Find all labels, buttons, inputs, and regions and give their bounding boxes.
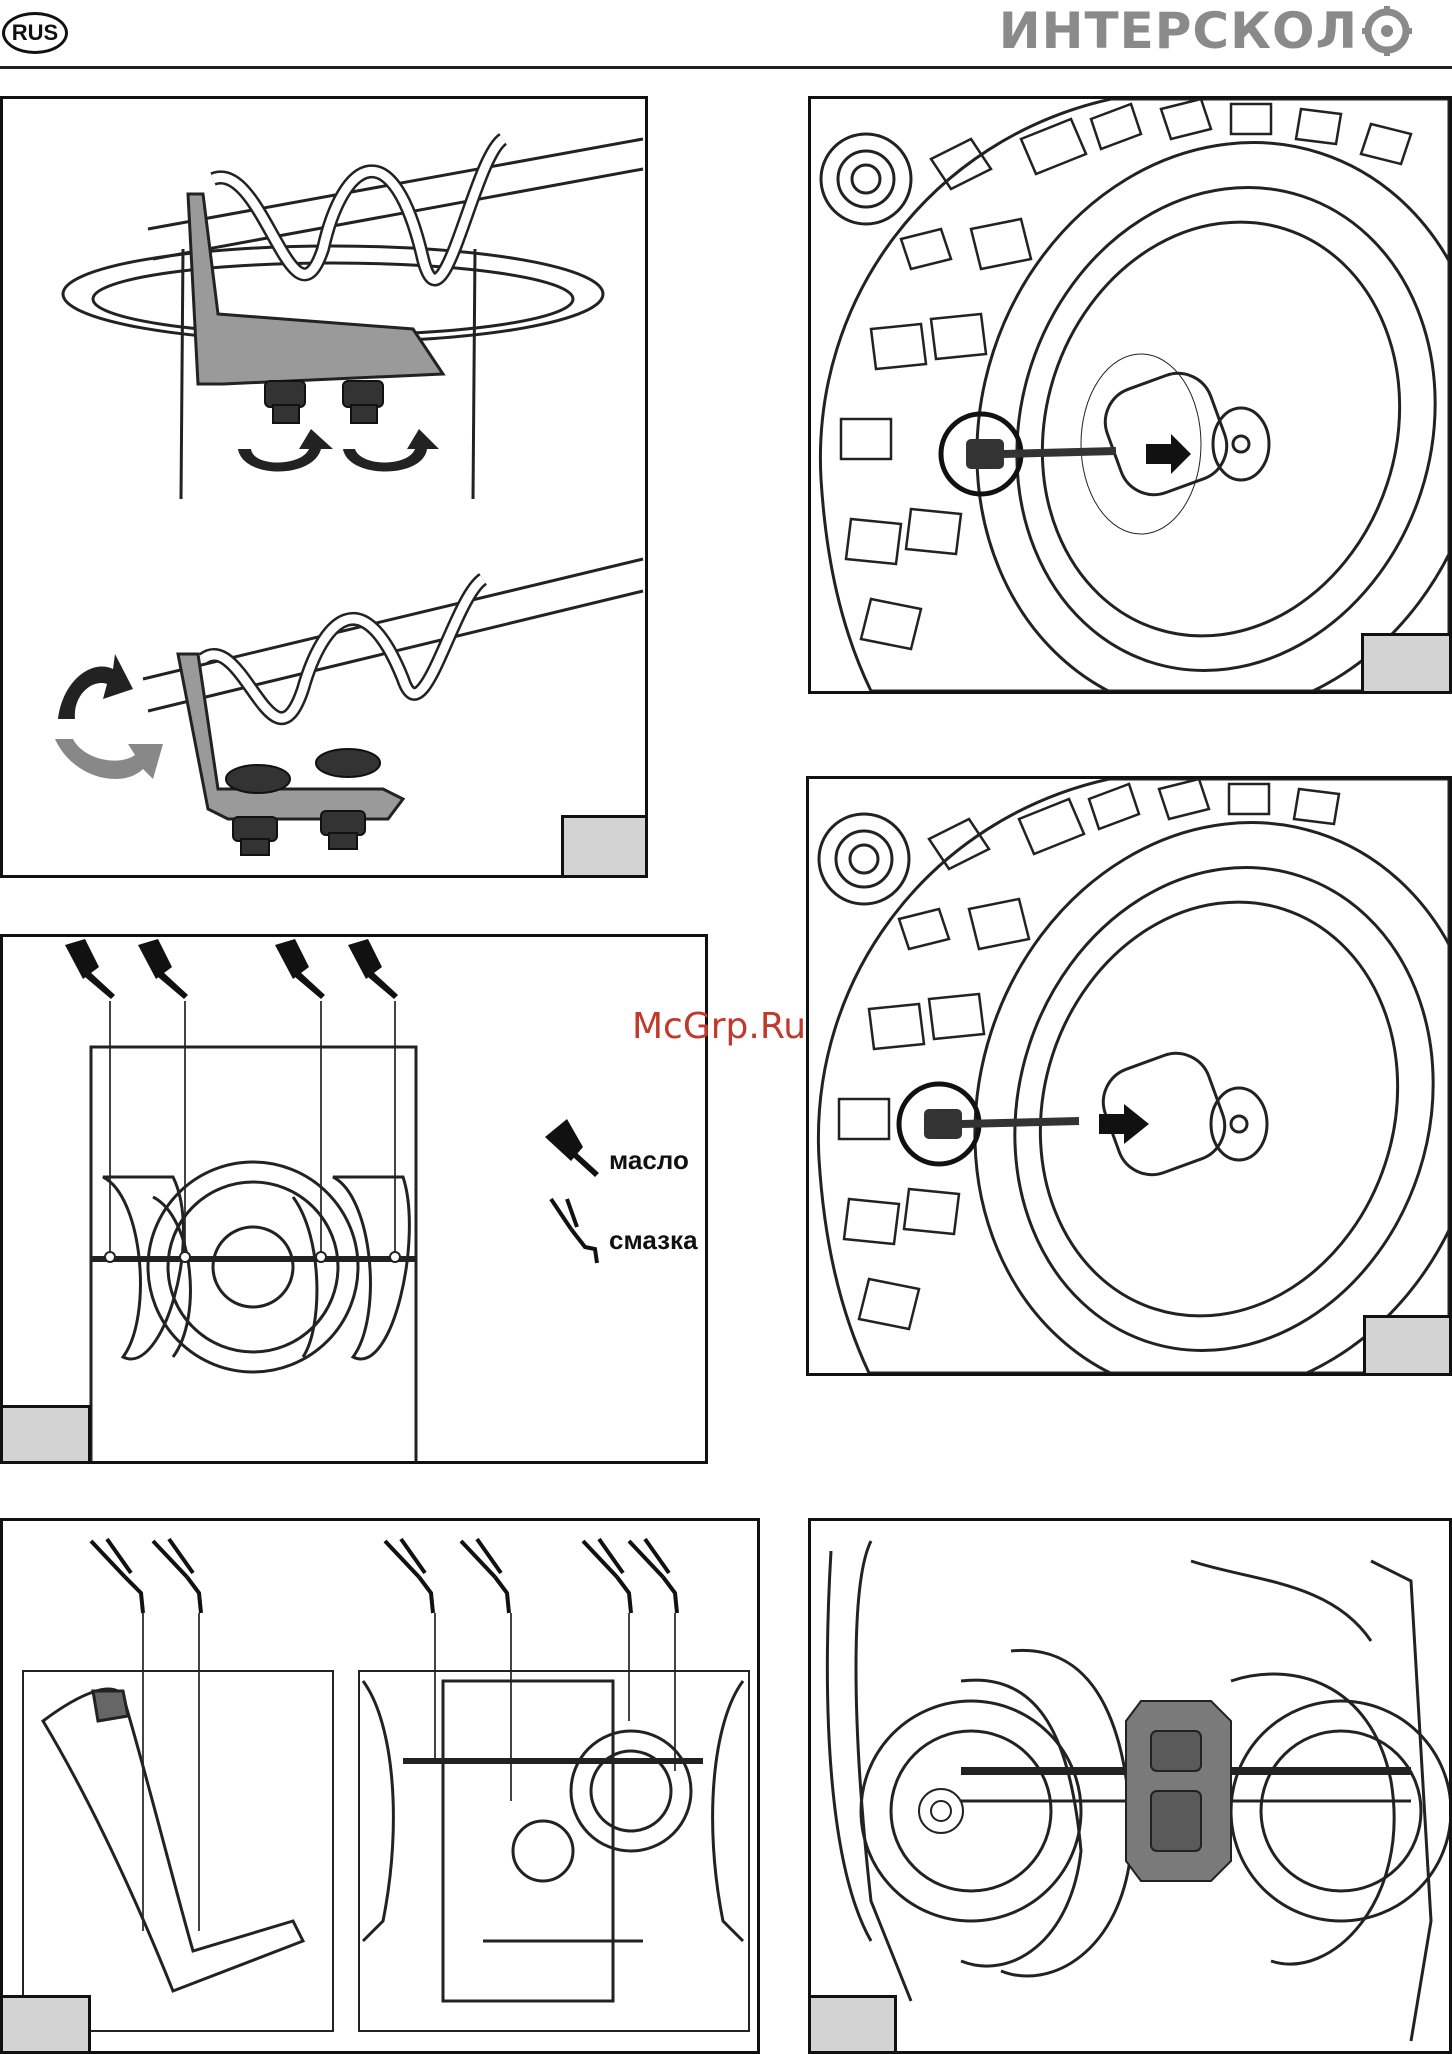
watermark: McGrp.Ru [632, 1006, 806, 1047]
figure-wheel-pin-1 [808, 96, 1452, 694]
header-divider [0, 66, 1452, 69]
auger-shear-bolt-illustration [3, 99, 645, 875]
figure-auger-shear-bolt [0, 96, 648, 878]
figure-tab [1361, 633, 1449, 691]
figure-auger-lubrication: масло смазка [0, 934, 708, 1464]
brand-name: ИНТЕРСКОЛ [999, 2, 1358, 60]
oil-legend-label: масло [609, 1145, 689, 1176]
figure-tab [811, 1995, 897, 2051]
grease-gun-icon [153, 1539, 201, 1613]
figure-tab [561, 815, 645, 875]
language-badge: RUS [2, 12, 68, 54]
auger-gearbox-illustration [811, 1521, 1449, 2051]
oil-can-icon [275, 939, 325, 999]
figure-chute-and-drive-lubrication [0, 1518, 760, 2054]
grease-gun-icon [629, 1539, 677, 1613]
grease-gun-icon [461, 1539, 509, 1613]
gear-logo-icon [1362, 6, 1412, 56]
oil-can-icon [348, 939, 398, 999]
figure-tab [1363, 1315, 1449, 1373]
figure-tab [3, 1995, 91, 2051]
oil-can-icon [138, 939, 188, 999]
figure-auger-gearbox [808, 1518, 1452, 2054]
figure-wheel-pin-2 [806, 776, 1452, 1376]
grease-gun-icon [547, 1197, 607, 1267]
grease-gun-icon [583, 1539, 631, 1613]
grease-gun-icon [91, 1539, 143, 1613]
brand-logo: ИНТЕРСКОЛ [999, 2, 1412, 60]
oil-can-icon [65, 939, 115, 999]
grease-legend-label: смазка [609, 1225, 698, 1256]
oil-can-icon [543, 1117, 603, 1177]
wheel-pin-1-illustration [811, 99, 1449, 691]
wheel-pin-2-illustration [809, 779, 1449, 1373]
chute-and-drive-illustration [3, 1521, 757, 2051]
grease-gun-icon [385, 1539, 433, 1613]
figure-tab [3, 1405, 91, 1461]
